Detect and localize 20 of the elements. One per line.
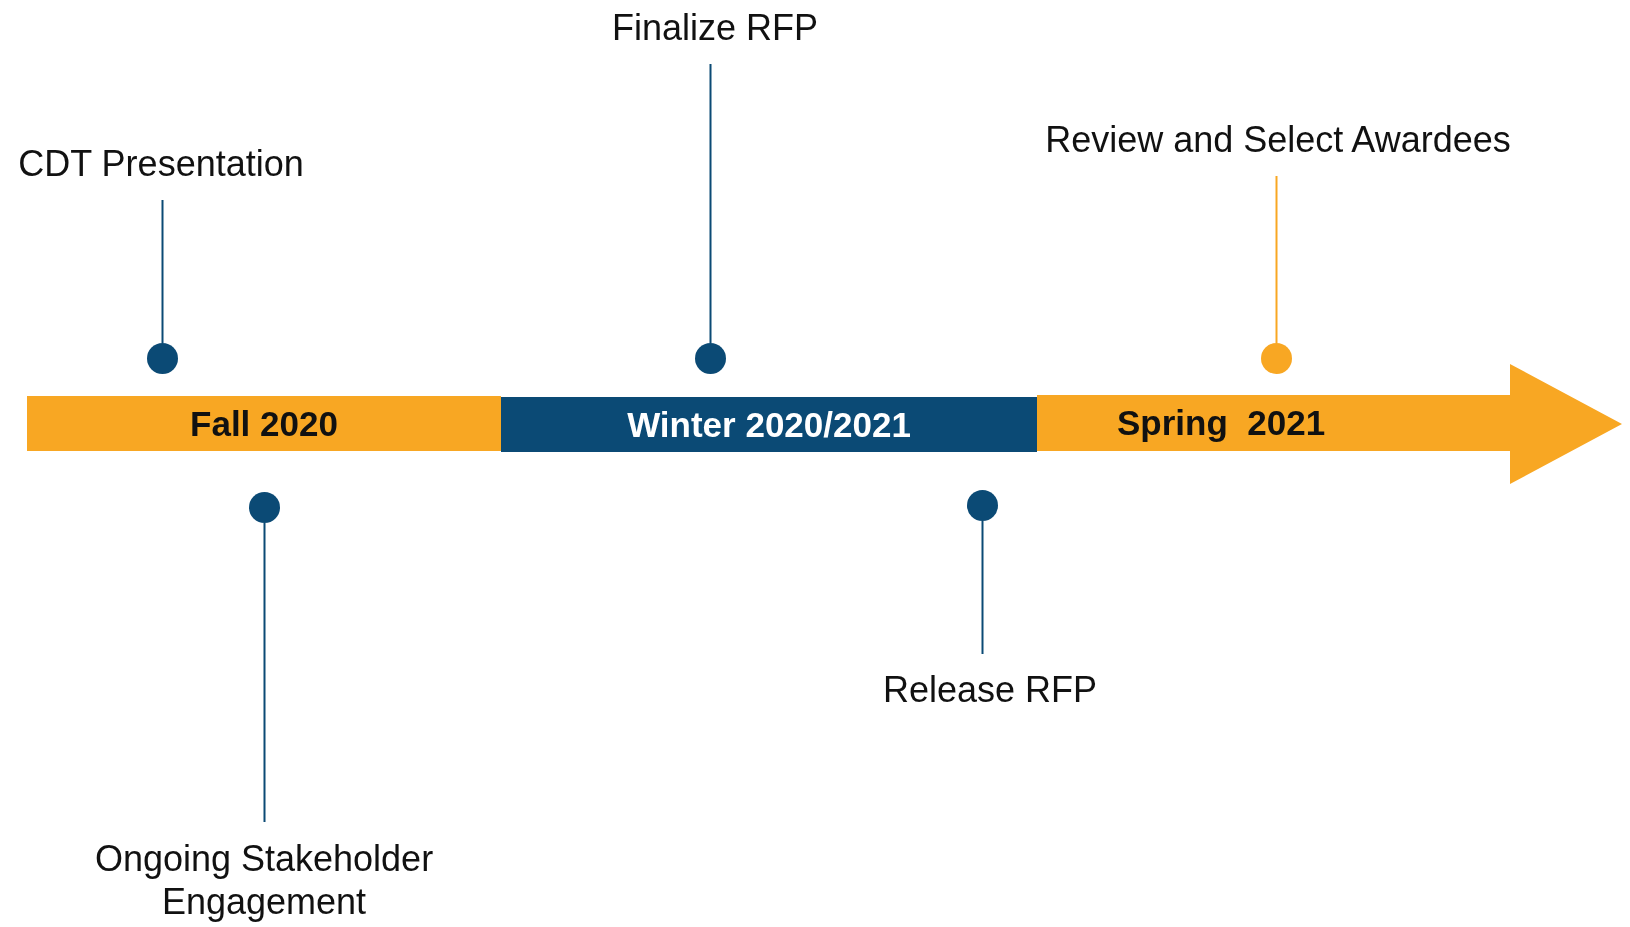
milestone-dot	[1261, 343, 1292, 374]
milestone-dot	[249, 492, 280, 523]
milestone-dot	[147, 343, 178, 374]
leader-line	[709, 63, 712, 344]
timeline-segment	[501, 397, 1037, 452]
period-label: Spring 2021	[1117, 402, 1326, 444]
period-label: Winter 2020/2021	[627, 403, 911, 446]
milestone-dot	[967, 490, 998, 521]
milestone-label: CDT Presentation	[18, 142, 304, 186]
timeline-segment	[27, 396, 501, 451]
milestone-label: Review and Select Awardees	[1045, 118, 1511, 162]
leader-line	[981, 520, 984, 655]
milestone-dot	[695, 343, 726, 374]
leader-line	[161, 199, 164, 344]
leader-line	[1275, 175, 1278, 344]
leader-line	[263, 522, 266, 823]
milestone-label: Ongoing Stakeholder Engagement	[93, 836, 435, 924]
milestone-label: Finalize RFP	[611, 6, 819, 50]
period-label: Fall 2020	[190, 402, 338, 445]
milestone-label: Release RFP	[882, 668, 1098, 712]
